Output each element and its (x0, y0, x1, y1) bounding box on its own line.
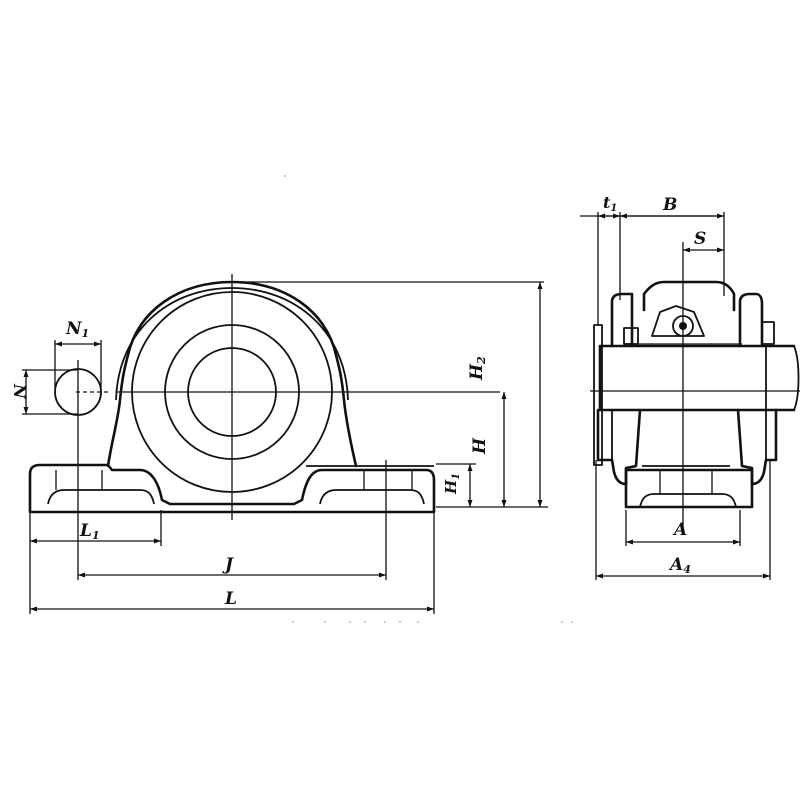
label-h2: H2 (467, 356, 488, 381)
label-s: S (694, 229, 706, 249)
base-plate (28, 463, 436, 514)
label-t1: t1 (603, 193, 617, 214)
label-a4: A4 (668, 555, 691, 576)
front-view: N1 N H2 H H1 L1 J L (10, 274, 548, 614)
label-h: H (470, 437, 490, 455)
label-j: J (222, 555, 234, 575)
side-view: t1 B S A A4 (580, 193, 800, 580)
label-l1: L1 (79, 521, 100, 542)
label-n: N (10, 383, 29, 400)
label-h1: H1 (442, 473, 462, 495)
label-b: B (662, 195, 677, 215)
label-n1: N1 (65, 319, 89, 340)
scan-artifacts (284, 175, 573, 623)
shaft (598, 344, 796, 412)
label-l: L (224, 589, 237, 609)
label-a: A (672, 520, 687, 540)
